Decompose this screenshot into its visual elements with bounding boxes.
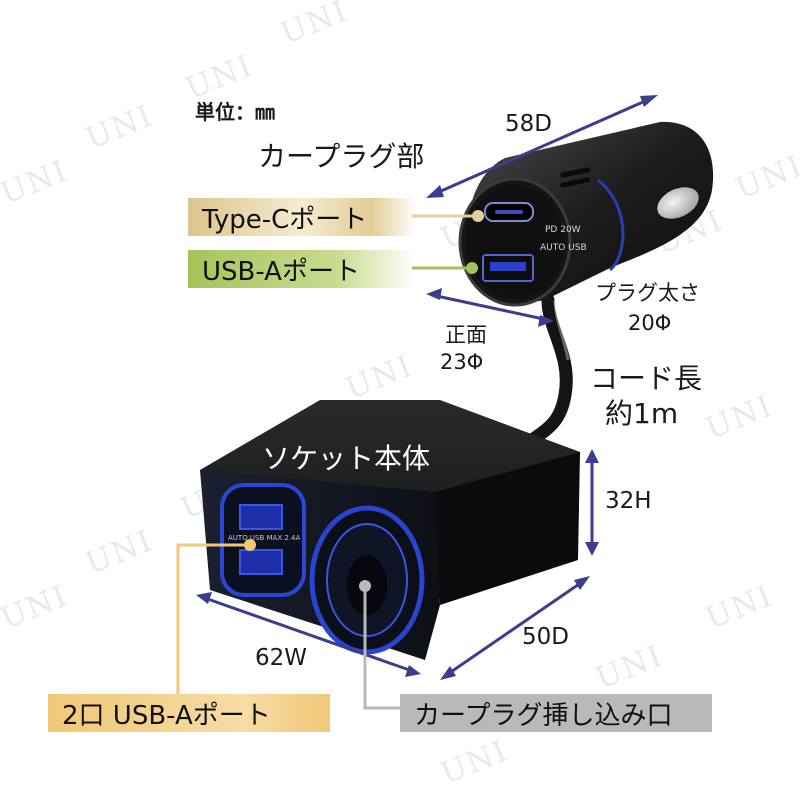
plug-pd-marking: PD 20W [545,225,581,235]
type-c-port-callout: Type-Cポート [188,198,416,236]
width-label: 62W [255,645,308,671]
cord-length-label: コード長 [590,362,703,395]
socket-body-section-title: ソケット本体 [262,442,431,475]
plug-auto-marking: AUTO USB [540,243,587,253]
depth-label: 50D [522,624,569,650]
height-label: 32H [605,488,652,514]
car-plug: PD 20W AUTO USB [458,121,714,307]
plug-diameter-label: プラグ太さ [595,281,700,305]
cord-length-value: 約1m [605,397,679,430]
socket-marking: AUTO USB MAX 2.4A [228,534,300,542]
front-value: 23Φ [440,350,484,374]
callout-leaders [176,210,484,710]
two-usb-a-port-callout: 2口 USB-Aポート [48,694,330,732]
usb-a-port-callout: USB-Aポート [188,250,416,288]
plug-depth-label: 58D [505,111,552,137]
socket-body: AUTO USB MAX 2.4A [200,400,580,660]
car-plug-inlet-callout: カープラグ挿し込み口 [400,694,712,732]
front-label: 正面 [445,323,487,347]
unit-label: 単位：㎜ [195,100,275,124]
plug-diameter-value: 20Φ [628,311,672,335]
dimension-arrows [196,95,658,680]
car-plug-section-title: カープラグ部 [258,140,425,173]
